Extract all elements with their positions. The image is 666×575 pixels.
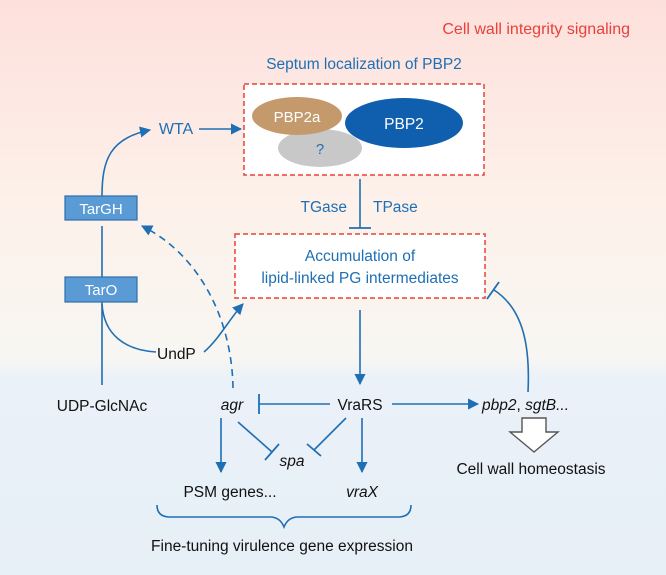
diagram-title: Cell wall integrity signaling (442, 21, 630, 38)
target-genes-label: pbp2, sgtB... (481, 397, 569, 414)
undp-to-accumulation-arrow (203, 303, 244, 353)
spa-label: spa (280, 453, 305, 470)
targh-to-wta-arrow (101, 126, 152, 197)
footer-label: Fine-tuning virulence gene expression (151, 538, 413, 555)
agr-inhibits-spa-bar (264, 443, 280, 461)
tgase-label: TGase (300, 199, 347, 216)
taro-box (64, 276, 138, 303)
taro-label: TarO (85, 282, 118, 299)
pbp2-ellipse (345, 98, 463, 148)
sgtb-gene: sgtB... (525, 397, 569, 414)
feedback-inhibition-bar (486, 281, 500, 300)
agr-label: agr (221, 397, 244, 414)
accumulation-line1: Accumulation of (305, 248, 416, 265)
wta-label: WTA (159, 121, 194, 138)
vrars-inhibits-spa-line (313, 417, 347, 451)
grouping-brace (156, 504, 412, 530)
psm-genes-label: PSM genes... (183, 484, 276, 501)
taro-to-undp-line (101, 303, 157, 353)
agr-to-targh-dashed-arrow (140, 225, 234, 389)
feedback-inhibition-curve (493, 289, 530, 393)
unknown-protein-ellipse (278, 129, 362, 167)
unknown-protein-label: ? (316, 141, 324, 158)
udp-glcnac-label: UDP-GlcNAc (57, 398, 148, 415)
gene-separator: , (516, 397, 525, 414)
vrars-inhibits-spa-bar (306, 443, 322, 457)
septum-label: Septum localization of PBP2 (266, 56, 462, 73)
agr-inhibits-spa-line (237, 421, 273, 453)
pbp2a-ellipse (252, 97, 342, 135)
targh-label: TarGH (79, 201, 122, 218)
vrars-label: VraRS (337, 397, 382, 414)
homeostasis-label: Cell wall homeostasis (456, 461, 605, 478)
accumulation-line2: lipid-linked PG intermediates (261, 270, 459, 287)
homeostasis-hollow-arrow (508, 417, 560, 453)
tpase-label: TPase (373, 199, 418, 216)
undp-label: UndP (157, 346, 196, 363)
accumulation-box (234, 233, 486, 299)
pbp2-gene: pbp2 (481, 397, 517, 414)
pbp2a-label: PBP2a (274, 109, 321, 126)
targh-box (64, 195, 138, 221)
pbp2-label: PBP2 (384, 116, 424, 133)
vrax-label: vraX (346, 484, 379, 501)
